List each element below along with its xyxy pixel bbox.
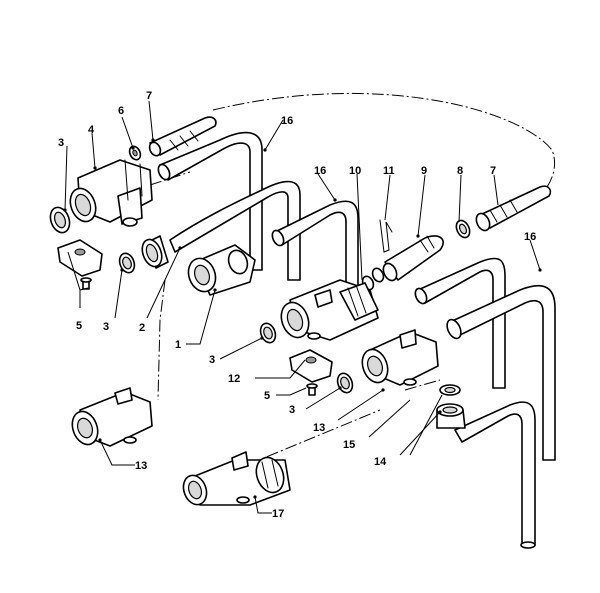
probe-7-upper	[148, 116, 217, 157]
callout-2: 2	[139, 322, 145, 334]
callout-3: 3	[103, 321, 109, 333]
washer-3-center	[259, 322, 277, 344]
callout-1: 1	[175, 339, 181, 351]
clip-11	[379, 219, 393, 253]
callout-15: 15	[343, 439, 355, 451]
washer-3-middle-left	[118, 252, 136, 274]
washer-3-right	[336, 372, 354, 394]
callout-labels: 3 4 6 7 16 16 10 11 9 8 7 16 5 3 2 1 3 1…	[58, 90, 536, 520]
nut-6	[128, 145, 142, 161]
callout-4: 4	[88, 124, 95, 136]
pipe-16-lower	[414, 257, 556, 461]
bracket-5-upper	[57, 239, 103, 290]
small-nut	[371, 267, 385, 283]
callout-14: 14	[374, 456, 387, 468]
leader-dots	[63, 138, 542, 499]
callout-17: 17	[272, 508, 284, 520]
callout-11: 11	[383, 165, 395, 177]
washer-15	[439, 384, 461, 396]
washer-3-upper	[49, 206, 71, 234]
callout-8: 8	[457, 165, 463, 177]
callout-13: 13	[135, 460, 147, 472]
union-nut-14	[436, 403, 466, 429]
callout-16: 16	[281, 115, 293, 127]
callout-9: 9	[421, 165, 427, 177]
valve-17	[182, 451, 291, 506]
clip-ring-8	[455, 219, 471, 239]
sensor-body-9	[382, 235, 444, 282]
callout-5: 5	[76, 320, 82, 332]
callout-3: 3	[209, 354, 215, 366]
probe-7-right	[475, 185, 552, 232]
bracket-5-center	[289, 349, 333, 396]
leader-lines	[64, 100, 541, 514]
pipe-16-upper	[157, 131, 301, 281]
callout-13: 13	[313, 422, 325, 434]
callout-16: 16	[314, 165, 326, 177]
callout-3: 3	[58, 137, 64, 149]
tee-fitting-12	[280, 279, 379, 341]
callout-6: 6	[118, 105, 124, 117]
valve-1	[187, 244, 256, 296]
valve-13-right	[361, 329, 439, 386]
callout-7: 7	[490, 165, 496, 177]
valve-4	[69, 159, 153, 227]
union-nut-2	[141, 235, 169, 269]
callout-3: 3	[289, 404, 295, 416]
pipe-14	[454, 401, 536, 549]
valve-13-lower	[71, 387, 153, 447]
callout-5: 5	[264, 390, 270, 402]
callout-16: 16	[524, 231, 536, 243]
callout-12: 12	[228, 373, 240, 385]
callout-7: 7	[146, 90, 152, 102]
callout-10: 10	[349, 165, 361, 177]
